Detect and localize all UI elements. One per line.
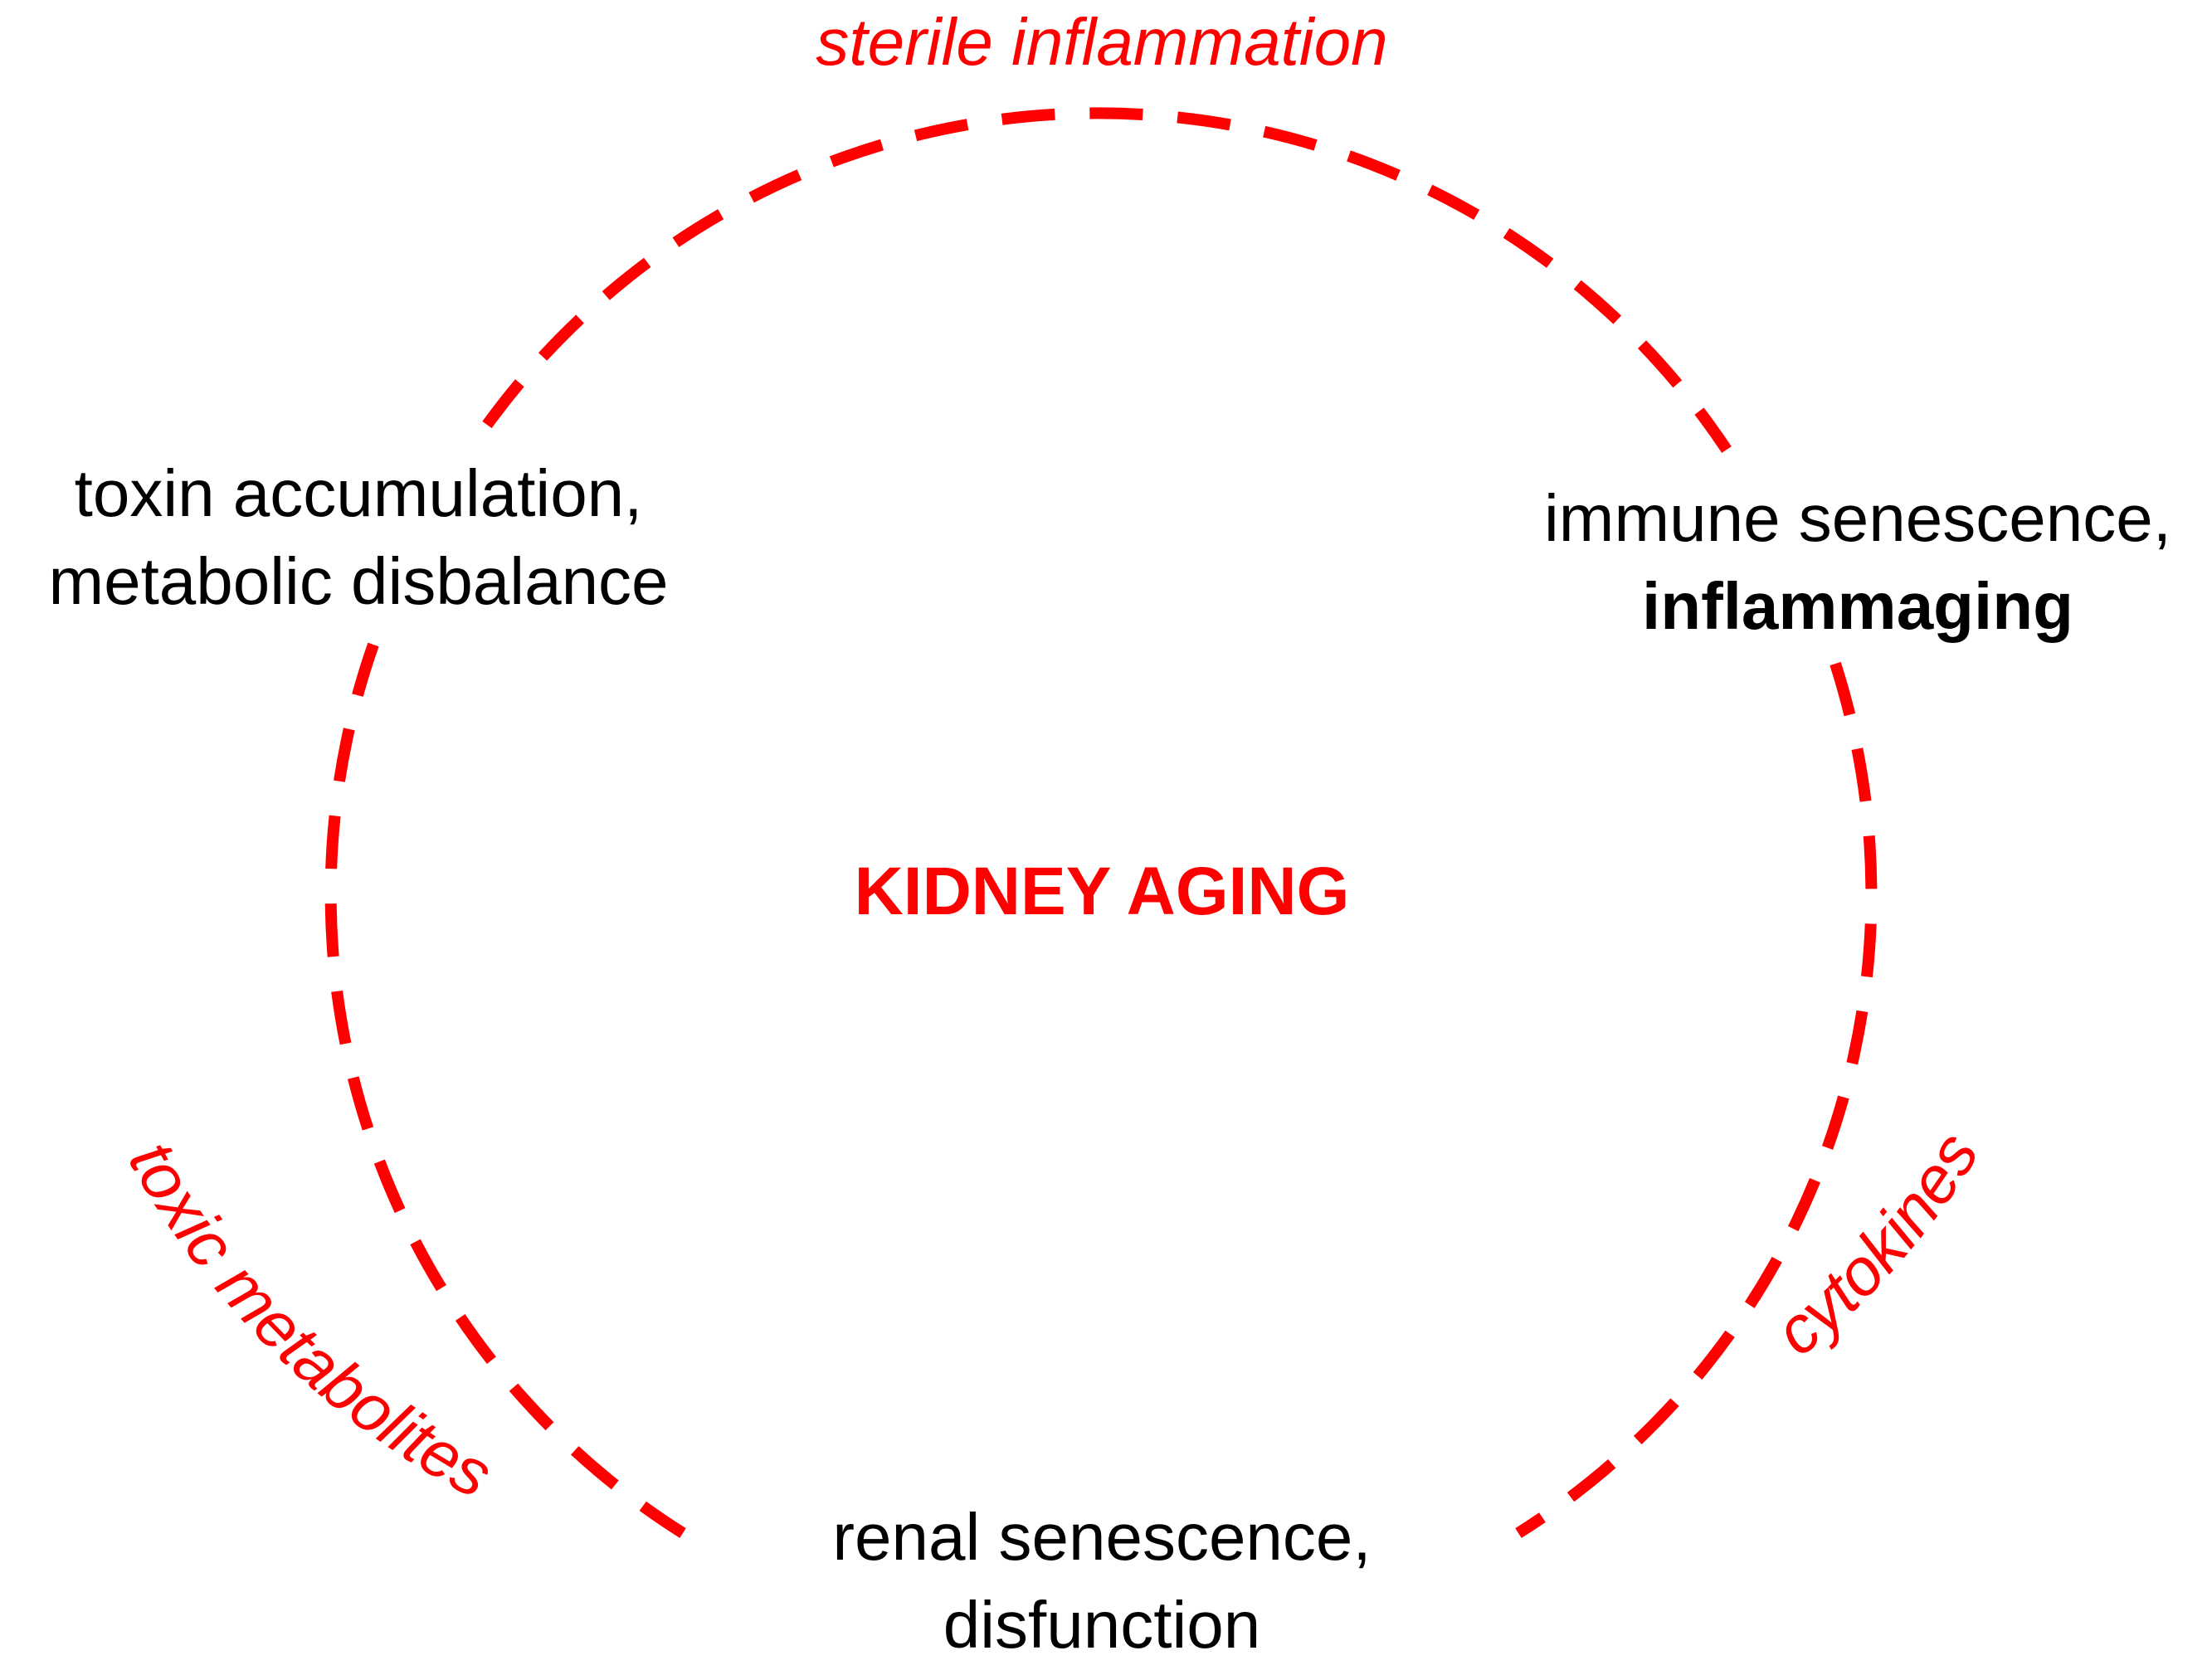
node-top-left-line1: toxin accumulation,	[75, 456, 643, 530]
center-title: KIDNEY AGING	[855, 854, 1350, 929]
node-right-line1: immune senescence,	[1544, 481, 2171, 555]
node-right-line2: inflammaging	[1642, 569, 2073, 643]
node-toxin-accumulation: toxin accumulation, metabolic disbalance	[48, 456, 668, 618]
arc-top	[482, 107, 1732, 453]
node-bottom-line1: renal senescence,	[832, 1500, 1371, 1574]
arc-right	[1515, 661, 1878, 1538]
node-immune-senescence: immune senescence, inflammaging	[1544, 481, 2171, 643]
node-renal-senescence: renal senescence, disfunction	[832, 1500, 1371, 1662]
edge-label-bottom-left: toxic metabolites	[115, 1129, 504, 1512]
node-top-left-line2: metabolic disbalance	[48, 544, 668, 618]
edge-label-bottom-right: cytokines	[1761, 1120, 1993, 1370]
cycle-ring	[324, 107, 1878, 1538]
node-bottom-line2: disfunction	[943, 1588, 1260, 1662]
edge-label-top: sterile inflammation	[816, 5, 1387, 79]
